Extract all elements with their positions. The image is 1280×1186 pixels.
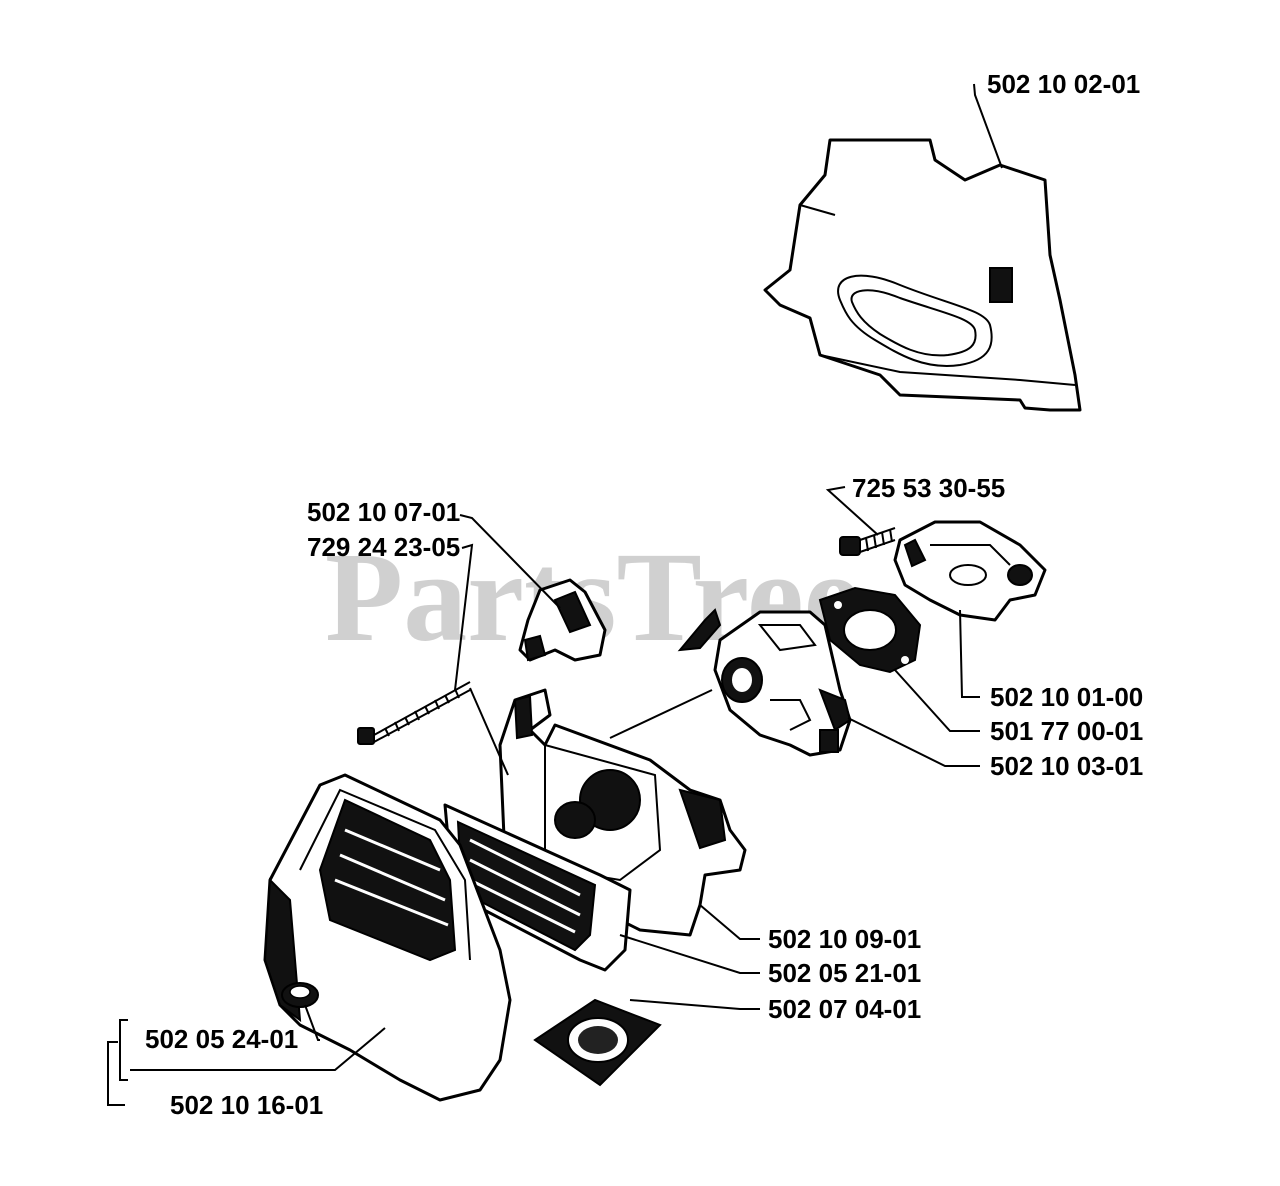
label-502-10-01-00[interactable]: 502 10 01-00 xyxy=(990,682,1143,712)
seal-part[interactable] xyxy=(533,998,662,1087)
label-502-07-04-01[interactable]: 502 07 04-01 xyxy=(768,994,921,1024)
carburetor-part[interactable] xyxy=(677,608,852,757)
long-screw-part[interactable] xyxy=(357,681,471,745)
label-502-10-07-01[interactable]: 502 10 07-01 xyxy=(307,497,460,527)
intake-flange-part[interactable] xyxy=(893,520,1047,622)
label-725-53-30-55[interactable]: 725 53 30-55 xyxy=(852,473,1005,503)
bracket-part[interactable] xyxy=(518,578,607,662)
top-cover-part[interactable] xyxy=(763,138,1082,412)
leader-lines xyxy=(107,83,1003,1106)
label-502-10-09-01[interactable]: 502 10 09-01 xyxy=(768,924,921,954)
filter-element-part[interactable] xyxy=(443,803,632,972)
label-502-05-21-01[interactable]: 502 05 21-01 xyxy=(768,958,921,988)
label-501-77-00-01[interactable]: 501 77 00-01 xyxy=(990,716,1143,746)
label-502-05-24-01[interactable]: 502 05 24-01 xyxy=(145,1024,298,1054)
label-502-10-03-01[interactable]: 502 10 03-01 xyxy=(990,751,1143,781)
gasket-part[interactable] xyxy=(818,586,922,674)
knob-part[interactable] xyxy=(281,982,319,1008)
filter-cover-part[interactable] xyxy=(263,773,512,1102)
label-729-24-23-05[interactable]: 729 24 23-05 xyxy=(307,532,460,562)
screw-top-part[interactable] xyxy=(839,527,896,556)
label-502-10-02-01[interactable]: 502 10 02-01 xyxy=(987,69,1140,99)
part-labels: 502 10 02-01 725 53 30-55 502 10 07-01 7… xyxy=(145,69,1143,1120)
label-502-10-16-01[interactable]: 502 10 16-01 xyxy=(170,1090,323,1120)
